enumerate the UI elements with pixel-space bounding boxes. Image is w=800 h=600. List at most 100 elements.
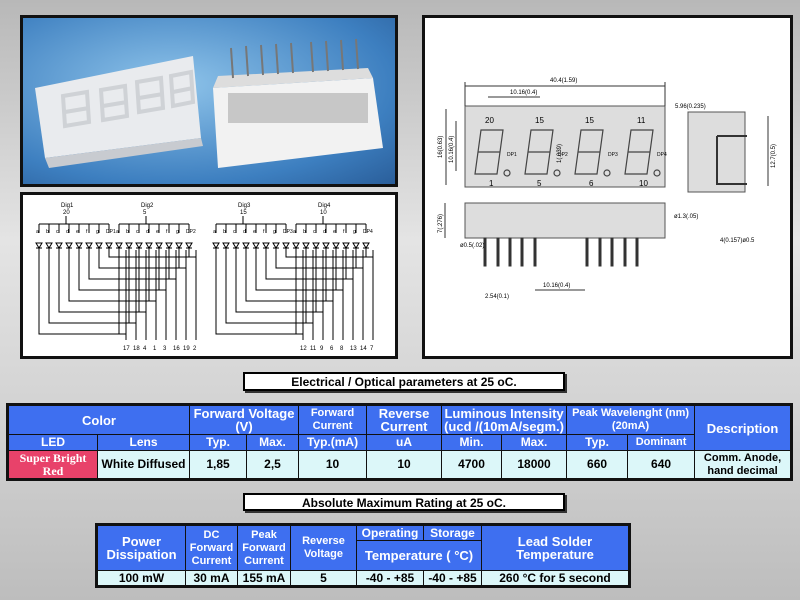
pin-number: 3 (163, 346, 167, 352)
pin-number: 12 (300, 346, 307, 352)
wire (128, 248, 136, 324)
diode-icon (242, 242, 250, 249)
pin (623, 237, 627, 267)
sub-lens: Lens (96, 434, 191, 451)
diode-icon (155, 242, 163, 249)
pin-label: 6 (589, 179, 594, 188)
header-storage: Storage (423, 524, 482, 541)
cell-lum-max: 18000 (501, 450, 568, 480)
wire (335, 248, 343, 291)
diode-icon (282, 242, 290, 249)
segment-label: d (323, 229, 326, 235)
sub-max: Max. (246, 434, 300, 451)
sub-max2: Max. (501, 434, 568, 451)
diode-icon (262, 242, 270, 249)
header-color: Color (6, 404, 191, 435)
diode-icon (75, 242, 83, 249)
cell-peak-current: 155 mA (237, 570, 291, 587)
wire (225, 248, 313, 324)
diode-icon (222, 242, 230, 249)
cell-storage-temp: -40 - +85 (423, 570, 482, 587)
header-power-dissipation: Power Dissipation (96, 524, 186, 571)
wire (285, 248, 373, 258)
wire (118, 248, 126, 335)
table1-title: Electrical / Optical parameters at 25 oC… (243, 372, 565, 391)
pin-number: 16 (173, 346, 180, 352)
segment-label: d (146, 229, 149, 235)
pin-label: 15 (585, 116, 594, 125)
digit-pin: 10 (320, 210, 327, 216)
segment-label: a (213, 229, 216, 235)
diode-icon (352, 242, 360, 249)
dim-pitch-top: 10.16(0.4) (510, 90, 537, 96)
digit-pin: 15 (240, 210, 247, 216)
seven-segment-digit (524, 129, 554, 175)
diode-icon (302, 242, 310, 249)
sub-min: Min. (441, 434, 503, 451)
segment-label: f (343, 229, 345, 235)
wire (48, 248, 136, 324)
diode-icon (312, 242, 320, 249)
pin-number: 7 (370, 346, 374, 352)
pin-label: 11 (637, 116, 646, 125)
pin-number: 18 (133, 346, 140, 352)
cell-lum-min: 4700 (441, 450, 503, 480)
dim-side-w: 4(0.157)ø0.5 (720, 238, 755, 244)
wire (365, 248, 373, 258)
diode-icon (212, 242, 220, 249)
segment-label: DP1 (106, 229, 116, 235)
wire (235, 248, 323, 313)
segment-label: a (36, 229, 39, 235)
wire (38, 248, 126, 335)
pin-label: 5 (537, 179, 542, 188)
decimal-point (603, 169, 611, 177)
header-reverse-voltage: Reverse Voltage (290, 524, 357, 571)
wire (295, 248, 303, 335)
dim-seg-width: 1(.039) (557, 144, 563, 163)
header-peak-wavelength: Peak Wavelenght (nm) (20mA) (566, 404, 696, 435)
diode-icon (362, 242, 370, 249)
wire (108, 248, 196, 258)
sub-typ2: Typ. (566, 434, 629, 451)
pin (483, 237, 487, 267)
segment-label: c (136, 229, 139, 235)
sub-rc-unit: uA (366, 434, 443, 451)
diode-icon (125, 242, 133, 249)
cell-peak-typ: 660 (566, 450, 629, 480)
product-photo (20, 15, 398, 187)
segment-label: f (166, 229, 168, 235)
dim-width: 40.4(1.59) (550, 78, 577, 84)
seven-segment-digit (574, 129, 604, 175)
dimension-drawing: 40.4(1.59) 10.16(0.4) 5.96(0.235) 16(0.6… (422, 15, 793, 359)
pin-label: 20 (485, 116, 494, 125)
common-anode-line (216, 216, 286, 225)
digit-name: Dig4 (318, 203, 331, 209)
segment-label: b (46, 229, 49, 235)
diode-icon (175, 242, 183, 249)
digit-name: Dig1 (61, 203, 74, 209)
cell-power: 100 mW (96, 570, 186, 587)
wire (255, 248, 343, 291)
header-description: Description (694, 404, 792, 451)
pin (610, 237, 614, 267)
wire (325, 248, 333, 302)
header-reverse-current: Reverse Current (366, 404, 443, 435)
pin-label: 15 (535, 116, 544, 125)
segment-label: b (303, 229, 306, 235)
pin-number: 14 (360, 346, 367, 352)
wire (138, 248, 146, 313)
segment-label: d (243, 229, 246, 235)
pin-label: 1 (489, 179, 494, 188)
wire (245, 248, 333, 302)
diode-icon (272, 242, 280, 249)
cell-operating-temp: -40 - +85 (356, 570, 424, 587)
pin (496, 237, 500, 267)
cell-v-typ: 1,85 (189, 450, 248, 480)
diode-icon (55, 242, 63, 249)
pin-number: 4 (143, 346, 147, 352)
diode-icon (165, 242, 173, 249)
led-display-photo (35, 38, 383, 168)
wire (58, 248, 146, 313)
diode-icon (185, 242, 193, 249)
